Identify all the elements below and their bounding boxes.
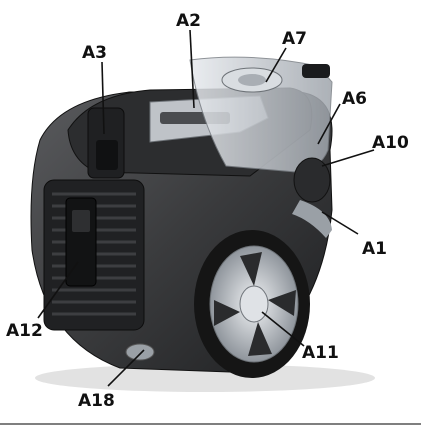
front-caster	[125, 343, 155, 361]
label-a10: A10	[372, 133, 409, 153]
label-a18: A18	[78, 391, 115, 411]
dust-container-release	[238, 74, 266, 86]
hose-inlet	[293, 157, 331, 203]
leader-a6	[317, 103, 341, 145]
bin-handle	[302, 64, 330, 78]
label-a11: A11	[302, 343, 339, 363]
leader-a7	[265, 47, 287, 83]
label-a1: A1	[362, 239, 387, 259]
leader-a11	[261, 311, 305, 347]
leader-a12	[37, 261, 79, 319]
parking-clip-tab	[72, 210, 90, 232]
label-a6: A6	[342, 89, 367, 109]
floor-shadow	[35, 364, 375, 392]
power-button	[96, 140, 118, 170]
leader-a10	[321, 149, 375, 167]
label-a2: A2	[176, 11, 201, 31]
rear-wheel	[194, 230, 310, 378]
leader-a1	[321, 211, 359, 235]
trim-band	[292, 200, 332, 238]
label-a12: A12	[6, 321, 43, 341]
leader-a18	[107, 349, 145, 387]
leader-a3	[101, 61, 105, 135]
leader-a2	[189, 29, 195, 109]
label-a7: A7	[282, 29, 307, 49]
label-a3: A3	[82, 43, 107, 63]
